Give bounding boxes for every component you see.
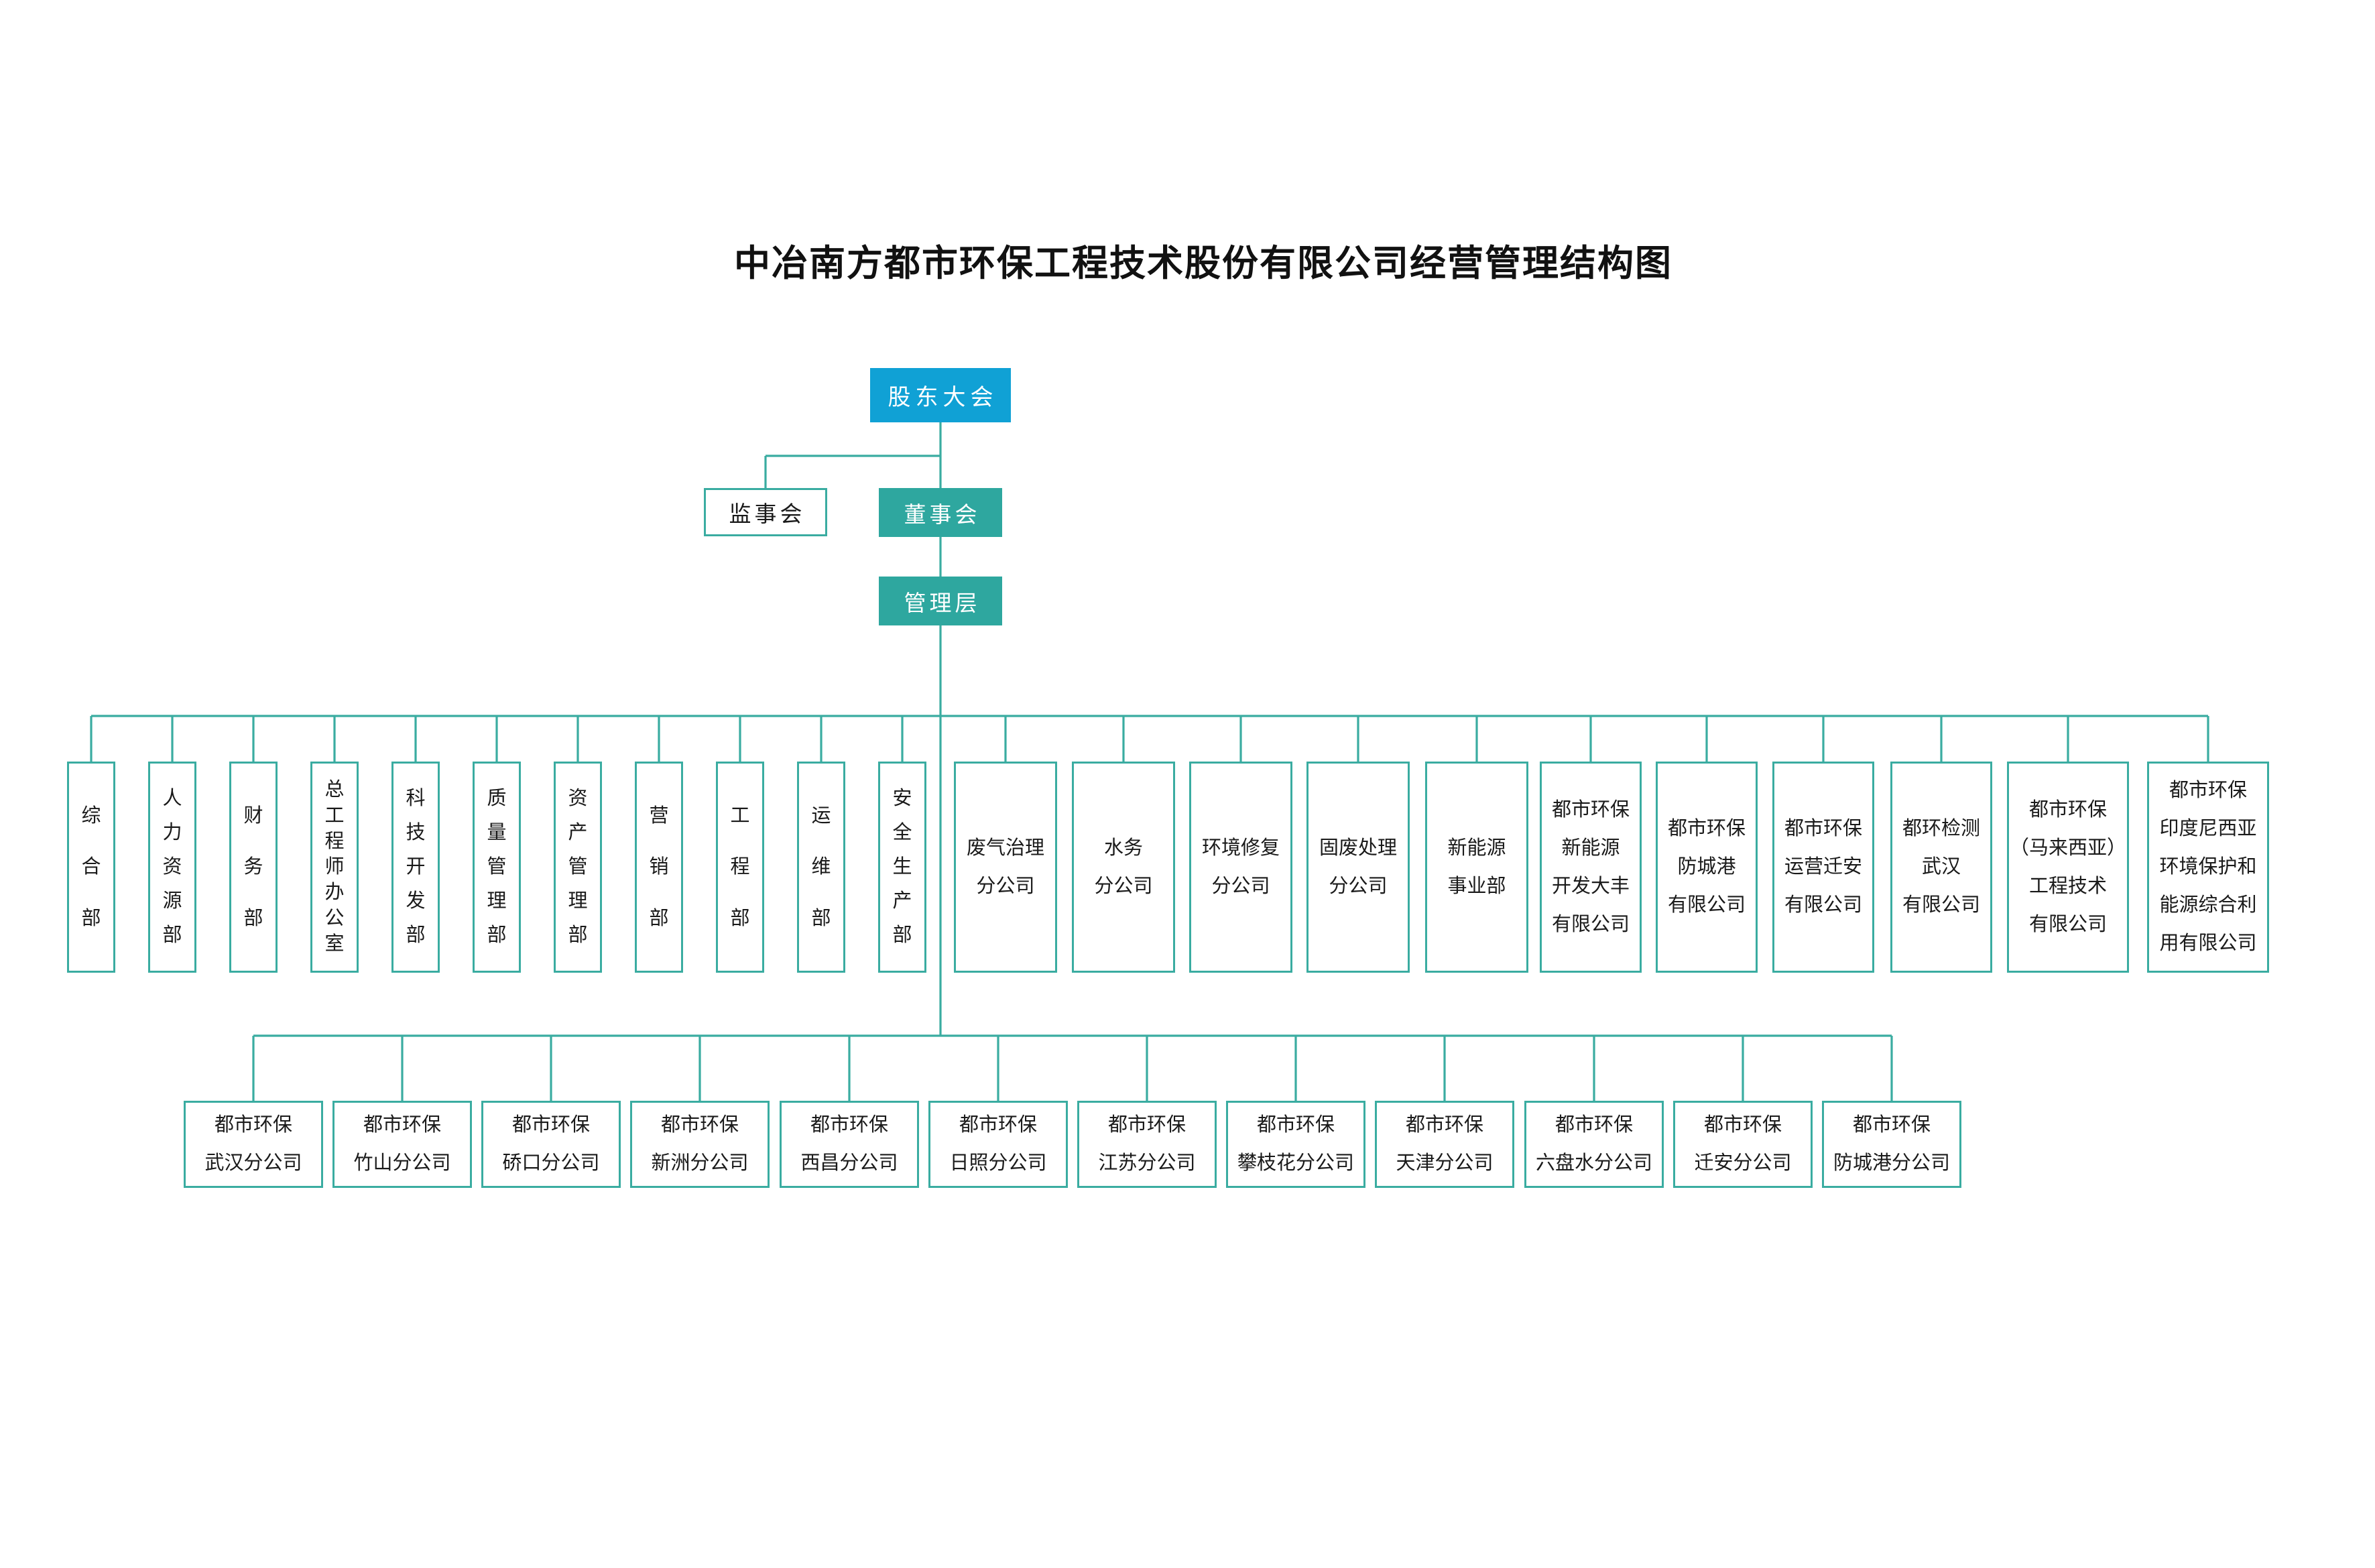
branch-box: 都市环保 竹山分公司 (332, 1101, 472, 1188)
dept-box: 营销部 (635, 762, 683, 973)
dept-box-char: 总 (324, 779, 345, 801)
dept-box-char: 产 (568, 822, 588, 843)
dept-box: 财务部 (229, 762, 278, 973)
company-box: 都市环保 防城港 有限公司 (1656, 762, 1758, 973)
dept-box-char: 力 (162, 822, 182, 843)
dept-box-char: 部 (81, 907, 101, 929)
dept-box-char: 程 (324, 830, 345, 852)
dept-box-char: 运 (811, 804, 831, 827)
dept-box: 综合部 (67, 762, 115, 973)
dept-box-char: 工 (324, 804, 345, 827)
dept-box-char: 销 (649, 856, 669, 878)
branch-box: 都市环保 新洲分公司 (630, 1101, 770, 1188)
dept-box-char: 管 (568, 856, 588, 878)
board-of-directors-box: 董事会 (879, 488, 1002, 537)
dept-box-char: 资 (568, 788, 588, 809)
dept-box-char: 部 (730, 907, 750, 929)
dept-box-char: 工 (730, 804, 750, 827)
branch-box: 都市环保 武汉分公司 (184, 1101, 323, 1188)
branch-box: 都市环保 六盘水分公司 (1524, 1101, 1664, 1188)
dept-box-char: 部 (243, 907, 263, 929)
branch-box: 都市环保 硚口分公司 (481, 1101, 621, 1188)
dept-box-char: 开 (406, 856, 426, 878)
dept-box-char: 部 (892, 924, 912, 946)
dept-box-char: 维 (811, 856, 831, 878)
company-box: 都市环保 印度尼西亚 环境保护和 能源综合利 用有限公司 (2147, 762, 2269, 973)
branch-box: 都市环保 江苏分公司 (1077, 1101, 1217, 1188)
dept-box-char: 办 (324, 882, 345, 904)
dept-box: 总工程师办公室 (310, 762, 359, 973)
branch-box: 都市环保 迁安分公司 (1673, 1101, 1813, 1188)
supervisory-board-box: 监事会 (704, 488, 827, 536)
branch-box: 都市环保 防城港分公司 (1822, 1101, 1961, 1188)
dept-box-char: 部 (649, 907, 669, 929)
dept-box-char: 技 (406, 822, 426, 843)
shareholders-meeting-box: 股东大会 (870, 368, 1011, 422)
dept-box-char: 合 (81, 856, 101, 878)
dept-box: 科技开发部 (391, 762, 440, 973)
dept-box-char: 生 (892, 856, 912, 878)
dept-box-char: 理 (568, 890, 588, 912)
dept-box-char: 全 (892, 822, 912, 843)
dept-box-char: 室 (324, 932, 345, 955)
company-box: 水务 分公司 (1072, 762, 1175, 973)
dept-box: 运维部 (797, 762, 845, 973)
page-title: 中冶南方都市环保工程技术股份有限公司经营管理结构图 (734, 243, 1672, 284)
dept-box-char: 务 (243, 856, 263, 878)
dept-box: 人力资源部 (148, 762, 196, 973)
dept-box-char: 公 (324, 907, 345, 929)
dept-box-char: 部 (811, 907, 831, 929)
company-box: 都市环保 （马来西亚） 工程技术 有限公司 (2007, 762, 2129, 973)
branch-box: 都市环保 西昌分公司 (780, 1101, 919, 1188)
dept-box-char: 部 (162, 924, 182, 946)
dept-box-char: 师 (324, 856, 345, 878)
dept-box-char: 部 (406, 924, 426, 946)
company-box: 都环检测 武汉 有限公司 (1890, 762, 1992, 973)
company-box: 固废处理 分公司 (1306, 762, 1410, 973)
branch-box: 都市环保 日照分公司 (928, 1101, 1068, 1188)
dept-box-char: 质 (487, 788, 507, 809)
branch-box: 都市环保 天津分公司 (1375, 1101, 1514, 1188)
management-layer-box: 管理层 (879, 577, 1002, 625)
dept-box-char: 产 (892, 890, 912, 912)
dept-box-char: 部 (568, 924, 588, 946)
branch-box: 都市环保 攀枝花分公司 (1226, 1101, 1365, 1188)
dept-box: 质量管理部 (473, 762, 521, 973)
dept-box-char: 部 (487, 924, 507, 946)
dept-box-char: 人 (162, 788, 182, 809)
dept-box-char: 程 (730, 856, 750, 878)
company-box: 都市环保 新能源 开发大丰 有限公司 (1540, 762, 1642, 973)
dept-box-char: 管 (487, 856, 507, 878)
dept-box-char: 量 (487, 822, 507, 843)
company-box: 都市环保 运营迁安 有限公司 (1772, 762, 1874, 973)
dept-box-char: 科 (406, 788, 426, 809)
dept-box-char: 发 (406, 890, 426, 912)
dept-box: 安全生产部 (878, 762, 926, 973)
dept-box-char: 综 (81, 804, 101, 827)
dept-box-char: 理 (487, 890, 507, 912)
dept-box-char: 源 (162, 890, 182, 912)
dept-box-char: 财 (243, 804, 263, 827)
dept-box: 工程部 (716, 762, 764, 973)
dept-box: 资产管理部 (554, 762, 602, 973)
company-box: 新能源 事业部 (1425, 762, 1528, 973)
dept-box-char: 营 (649, 804, 669, 827)
company-box: 废气治理 分公司 (954, 762, 1057, 973)
dept-box-char: 安 (892, 788, 912, 809)
company-box: 环境修复 分公司 (1189, 762, 1292, 973)
dept-box-char: 资 (162, 856, 182, 878)
